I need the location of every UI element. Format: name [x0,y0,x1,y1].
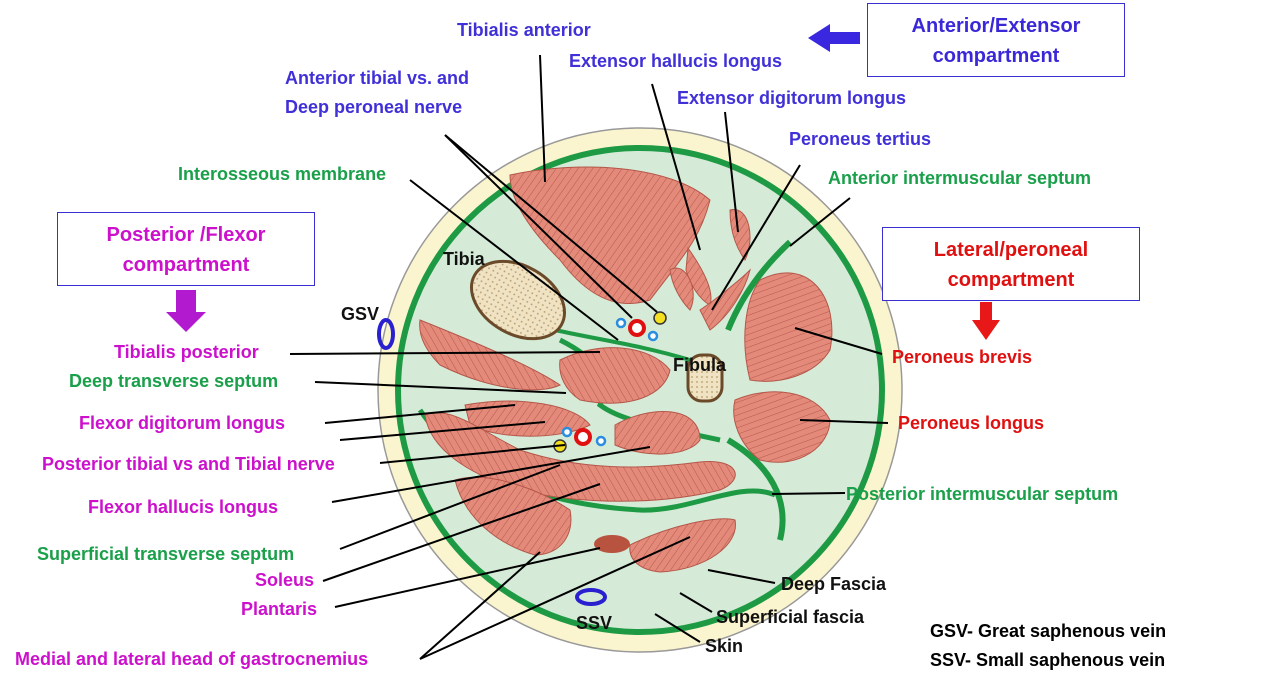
anterior-compartment-box: Anterior/Extensor compartment [867,3,1125,77]
label-deep-fascia: Deep Fascia [781,574,887,594]
label-ssv: SSV [576,613,613,633]
posterior-compartment-title: Posterior /Flexor compartment [106,224,266,276]
leader-soleus [322,483,601,582]
leader-superficial-transverse [339,464,561,550]
label-superficial-transverse-septum: Superficial transverse septum [37,544,295,564]
legend-ssv: SSV- Small saphenous vein [930,650,1166,670]
peroneus-brevis-muscle [744,272,833,382]
label-peroneus-brevis: Peroneus brevis [892,347,1033,367]
label-tibialis-posterior: Tibialis posterior [114,342,259,362]
label-gastrocnemius: Medial and lateral head of gastrocnemius [15,649,369,669]
label-skin: Skin [705,636,744,656]
lateral-compartment-box: Lateral/peroneal compartment [882,227,1140,301]
leader-peroneus-longus [799,419,889,424]
label-anterior-intermuscular-septum: Anterior intermuscular septum [828,168,1092,188]
leader-skin [654,613,701,643]
lateral-compartment-title: Lateral/peroneal compartment [933,239,1089,291]
leader-plantaris [334,547,601,608]
label-gsv: GSV [341,304,380,324]
label-anterior-tibial-vs: Anterior tibial vs. and [285,68,470,88]
label-posterior-tibial-vs: Posterior tibial vs and Tibial nerve [42,454,335,474]
posterior-tibial-artery [574,428,592,446]
leader-deep-transverse [314,381,567,394]
peroneus-longus-muscle [733,391,831,463]
great-saphenous-vein [377,318,395,350]
anterior-small-muscle [699,268,751,331]
leader-ehl [651,83,701,251]
anterior-tibial-vein-2 [647,330,659,342]
peroneus-tertius-muscle [669,267,694,311]
leader-atv-1 [444,134,633,319]
label-superficial-fascia: Superficial fascia [716,607,865,627]
leader-atv-2 [444,134,658,313]
anterior-tibial-artery [628,319,646,337]
anterior-tibial-vein-1 [615,317,627,329]
label-soleus: Soleus [255,570,315,590]
leader-fdl-1 [324,404,516,424]
label-deep-peroneal-nerve: Deep peroneal nerve [285,97,463,117]
leader-peroneus-tertius [711,164,801,311]
label-tibia: Tibia [443,249,485,269]
gastrocnemius-lateral-muscle [629,518,736,573]
leader-gastroc-2 [419,536,691,660]
label-tibialis-anterior: Tibialis anterior [457,20,591,40]
down-arrow-icon [972,302,1000,340]
flexor-hallucis-longus-muscle [614,411,701,455]
leader-fdl-2 [339,421,546,441]
posterior-intermuscular-septum [726,437,786,541]
leader-deep-fascia [707,569,776,584]
flexor-digitorum-longus-muscle [464,400,591,437]
posterior-tibial-vein-1 [561,426,573,438]
label-extensor-digitorum-longus: Extensor digitorum longus [677,88,907,108]
tibialis-anterior-muscle [509,166,711,305]
leader-ant-septum [789,197,851,247]
interosseous-membrane [554,328,691,362]
leader-peroneus-brevis [794,327,883,355]
anterior-intermuscular-septum [725,239,793,332]
leader-ptv [379,444,566,464]
posterior-tibial-vein-2 [595,435,607,447]
label-extensor-hallucis-longus: Extensor hallucis longus [569,51,783,71]
label-peroneus-tertius: Peroneus tertius [789,129,932,149]
tibialis-posterior-wing [419,319,561,391]
plantaris-muscle [594,535,630,553]
leader-tibialis-anterior [539,54,546,183]
leader-tibialis-posterior [289,351,601,355]
small-saphenous-vein [575,588,607,606]
label-flexor-digitorum-longus: Flexor digitorum longus [79,413,285,433]
label-plantaris: Plantaris [241,599,318,619]
posterior-compartment-box: Posterior /Flexor compartment [57,212,315,286]
anterior-compartment-title: Anterior/Extensor compartment [911,15,1081,67]
deep-peroneal-nerve [653,311,667,325]
leader-superficial-fascia [679,592,713,613]
label-fibula: Fibula [673,355,726,375]
leader-post-septum [771,492,846,495]
left-arrow-icon [808,24,860,52]
label-flexor-hallucis-longus: Flexor hallucis longus [88,497,279,517]
leader-edl [724,111,739,233]
leader-fhl [331,446,651,503]
extensor-digitorum-longus-muscle [729,209,751,261]
label-deep-transverse-septum: Deep transverse septum [69,371,279,391]
label-interosseous-membrane: Interosseous membrane [178,164,387,184]
fibula-bone [686,353,724,403]
leader-interosseous [409,179,619,341]
tibialis-posterior-muscle [559,347,671,404]
legend-gsv: GSV- Great saphenous vein [930,621,1167,641]
label-posterior-intermuscular-septum: Posterior intermuscular septum [846,484,1119,504]
gastrocnemius-medial-muscle [454,476,572,556]
leader-gastroc-1 [419,551,541,660]
label-peroneus-longus: Peroneus longus [898,413,1045,433]
down-arrow-icon [166,290,206,332]
